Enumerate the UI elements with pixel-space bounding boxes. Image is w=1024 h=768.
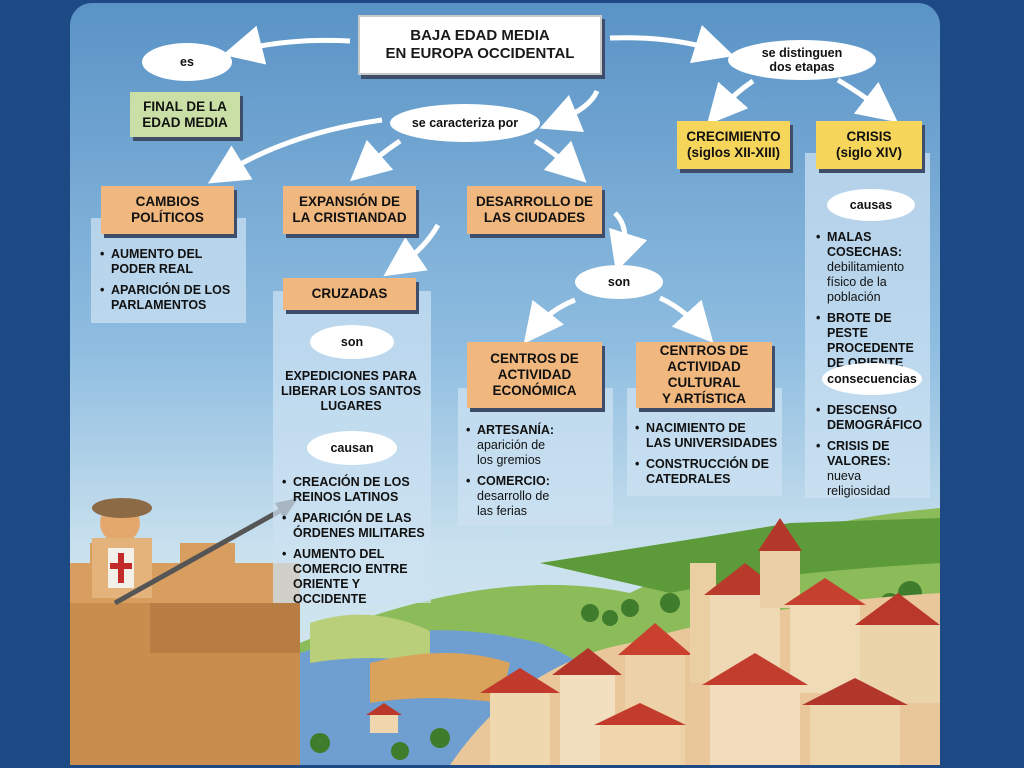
list-item: CRISIS DE VALORES: nueva religiosidad [816,439,928,499]
crisis-box: CRISIS (siglo XIV) [816,121,922,169]
list-item: MALAS COSECHAS: debilitamiento físico de… [816,230,928,305]
connector-arrows [207,24,898,344]
centros-cultural-box: CENTROS DE ACTIVIDAD CULTURAL Y ARTÍSTIC… [636,342,772,408]
list-item: ARTESANÍA:aparición de los gremios [466,423,608,468]
connector-son-ciudades: son [575,265,663,299]
cruzadas-box: CRUZADAS [283,278,416,310]
desarrollo-box: DESARROLLO DE LAS CIUDADES [467,186,602,234]
centros-cultural-list: NACIMIENTO DE LAS UNIVERSIDADES CONSTRUC… [635,421,781,493]
connector-causas: causas [827,189,915,221]
centros-economica-box: CENTROS DE ACTIVIDAD ECONÓMICA [467,342,602,408]
crecimiento-sub: (siglos XII-XIII) [686,145,780,160]
connector-se-caracteriza: se caracteriza por [390,104,540,142]
list-item: CREACIÓN DE LOS REINOS LATINOS [282,475,432,505]
expansion-box: EXPANSIÓN DE LA CRISTIANDAD [283,186,416,234]
crisis-title: CRISIS [846,129,892,144]
list-item: BROTE DE PESTE PROCEDENTE DE ORIENTE [816,311,928,371]
list-item: NACIMIENTO DE LAS UNIVERSIDADES [635,421,781,451]
connector-causan: causan [307,431,397,465]
connector-se-distinguen: se distinguen dos etapas [728,40,876,80]
crisis-consecuencias-list: DESCENSO DEMOGRÁFICO CRISIS DE VALORES: … [816,403,928,505]
list-item: AUMENTO DEL COMERCIO ENTRE ORIENTE Y OCC… [282,547,432,607]
crecimiento-title: CRECIMIENTO [686,129,781,144]
connector-consecuencias: consecuencias [822,363,922,395]
list-item: APARICIÓN DE LOS PARLAMENTOS [100,283,245,313]
crisis-causas-list: MALAS COSECHAS: debilitamiento físico de… [816,230,928,377]
list-item: APARICIÓN DE LAS ÓRDENES MILITARES [282,511,432,541]
cruzadas-definicion: EXPEDICIONES PARA LIBERAR LOS SANTOS LUG… [280,369,422,413]
main-title: BAJA EDAD MEDIA EN EUROPA OCCIDENTAL [358,15,602,75]
list-item: DESCENSO DEMOGRÁFICO [816,403,928,433]
list-item: CONSTRUCCIÓN DE CATEDRALES [635,457,781,487]
cambios-politicos-box: CAMBIOS POLÍTICOS [101,186,234,234]
connector-es: es [142,43,232,81]
cambios-politicos-list: AUMENTO DEL PODER REAL APARICIÓN DE LOS … [100,247,245,319]
centros-economica-list: ARTESANÍA:aparición de los gremios COMER… [466,423,608,525]
crisis-sub: (siglo XIV) [835,145,902,160]
connector-son-cruzadas: son [310,325,394,359]
list-item: COMERCIO:desarrollo de las ferias [466,474,608,519]
cruzadas-efectos-list: CREACIÓN DE LOS REINOS LATINOS APARICIÓN… [282,475,432,613]
list-item: AUMENTO DEL PODER REAL [100,247,245,277]
crecimiento-box: CRECIMIENTO (siglos XII-XIII) [677,121,790,169]
medieval-town-illustration [70,498,940,765]
concept-map-panel: BAJA EDAD MEDIA EN EUROPA OCCIDENTAL es … [70,3,940,765]
final-edad-media-box: FINAL DE LA EDAD MEDIA [130,92,240,137]
